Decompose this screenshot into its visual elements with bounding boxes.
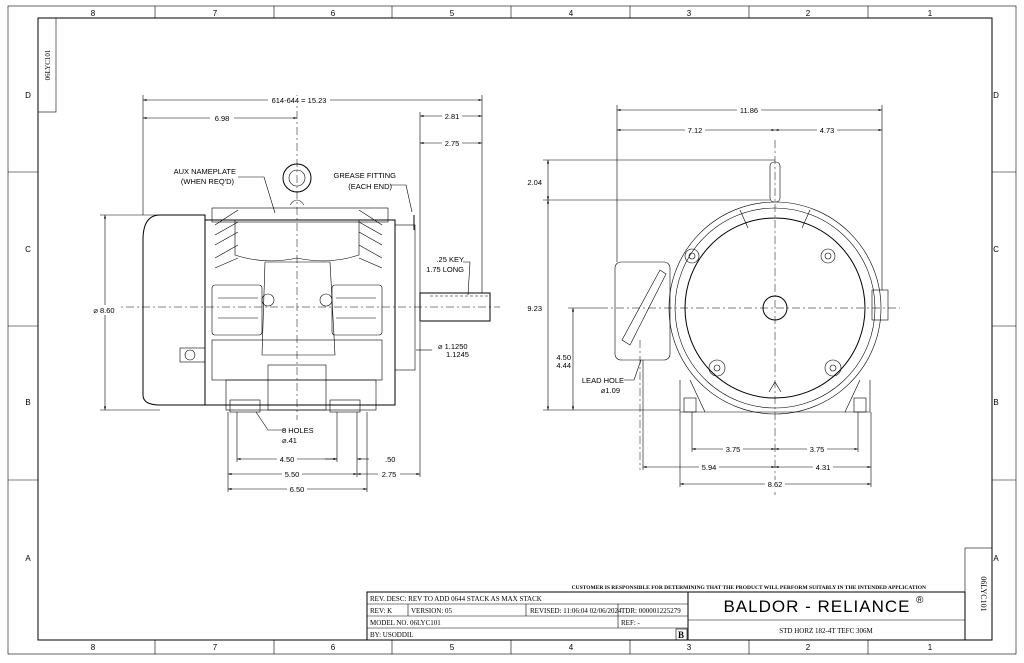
zone-label: 8 <box>91 9 96 18</box>
dimension-label: 2.75 <box>382 470 397 479</box>
model-number-field: MODEL NO. 06LYC101 <box>370 619 441 627</box>
zone-label: 6 <box>331 643 336 652</box>
dimension-label: 6.50 <box>290 485 305 494</box>
zone-label: 5 <box>450 9 455 18</box>
dimension-label: 4.73 <box>820 126 835 135</box>
dimension-label: 6.98 <box>215 114 230 123</box>
dimension-label: 8.62 <box>768 480 783 489</box>
corner-id-label: 06LYC101 <box>44 49 52 80</box>
dimension-label: 3.75 <box>810 445 825 454</box>
frame-diameter-dimension: ⌀ 8.60 <box>93 306 114 315</box>
revised-date-field: REVISED: 11:06:04 02/06/2024 <box>530 607 622 615</box>
zone-label: B <box>25 398 30 407</box>
tdr-field: TDR: 000001225279 <box>621 607 681 615</box>
key-note: 1.75 LONG <box>426 265 464 274</box>
zone-label: 3 <box>687 643 692 652</box>
key-note: .25 KEY <box>436 255 464 264</box>
end-view-motor <box>600 140 900 495</box>
front-view-motor <box>110 95 500 420</box>
zone-label: 4 <box>569 643 574 652</box>
zone-label: C <box>993 245 999 254</box>
dimension-label: 11.86 <box>740 106 758 115</box>
shaft-diameter-dimension: 1.1245 <box>446 350 469 359</box>
overall-length-dimension: 614-644 = 15.23 <box>272 96 327 105</box>
product-description: STD HORZ 182-4T TEFC 306M <box>779 627 873 635</box>
reference-field: REF: - <box>621 619 641 627</box>
drawn-by-field: BY: USODDIL <box>370 631 414 639</box>
dimension-label: .50 <box>385 455 395 464</box>
registered-mark: ® <box>916 595 924 606</box>
dimension-label: 5.94 <box>702 463 717 472</box>
dimension-label: 4.50 <box>280 455 295 464</box>
corner-id-box-top: 06LYC101 <box>37 17 57 113</box>
dimension-label: 9.23 <box>527 304 542 313</box>
dimension-label: 4.50 <box>556 353 571 362</box>
zone-label: D <box>993 91 999 100</box>
zone-label: 5 <box>450 643 455 652</box>
revision-description: REV. DESC: REV TO ADD 0644 STACK AS MAX … <box>370 595 542 603</box>
title-block: CUSTOMER IS RESPONSIBLE FOR DETERMINING … <box>366 585 966 641</box>
zone-label: A <box>25 554 31 563</box>
grease-fitting-note: GREASE FITTING <box>333 171 396 180</box>
aux-nameplate-note: (WHEN REQ'D) <box>181 177 235 186</box>
dimension-label: 2.04 <box>527 178 542 187</box>
front-view-dimensions: 614-644 = 15.23 6.98 2.81 2.75 AUX NAMEP… <box>90 95 483 494</box>
lead-hole-note: ⌀1.09 <box>601 386 620 395</box>
zone-label: 3 <box>687 9 692 18</box>
revision-field: REV: K <box>370 607 392 615</box>
holes-note: 8 HOLES <box>282 426 314 435</box>
zone-labels-top: 8 7 6 5 4 3 2 1 <box>91 9 933 18</box>
zone-label: 6 <box>331 9 336 18</box>
sheet-size-label: B <box>678 630 684 640</box>
dimension-label: 4.31 <box>816 463 831 472</box>
corner-id-box-bottom: 06LYC101 <box>964 547 993 641</box>
zone-labels-side: D C B A D C B A <box>25 91 999 563</box>
zone-label: 1 <box>928 9 933 18</box>
grease-fitting-note: (EACH END) <box>348 182 392 191</box>
zone-label: B <box>993 398 998 407</box>
dimension-label: 7.12 <box>688 126 703 135</box>
zone-label: 4 <box>569 9 574 18</box>
end-view-dimensions: 11.86 7.12 4.73 2.04 9.23 4.50 4.44 LEAD… <box>527 105 883 489</box>
zone-label: 7 <box>213 9 218 18</box>
corner-id-label: 06LYC101 <box>979 576 988 611</box>
dimension-label: 3.75 <box>726 445 741 454</box>
dimension-label: 5.50 <box>285 470 300 479</box>
zone-label: 2 <box>806 643 811 652</box>
brand-logo-text: BALDOR - RELIANCE <box>723 597 910 616</box>
zone-label: D <box>25 91 31 100</box>
aux-nameplate-note: AUX NAMEPLATE <box>174 167 236 176</box>
shaft-diameter-dimension: ⌀ 1.1250 <box>438 342 468 351</box>
dimension-label: 4.44 <box>556 361 571 370</box>
version-field: VERSION: 05 <box>411 607 453 615</box>
zone-label: 7 <box>213 643 218 652</box>
dimension-label: 2.81 <box>445 112 460 121</box>
zone-label: 8 <box>91 643 96 652</box>
zone-labels-bottom: 8 7 6 5 4 3 2 1 <box>91 643 933 652</box>
zone-label: A <box>993 554 999 563</box>
zone-label: C <box>25 245 31 254</box>
sheet-frame <box>7 5 1017 655</box>
disclaimer-text: CUSTOMER IS RESPONSIBLE FOR DETERMINING … <box>572 585 926 591</box>
zone-label: 1 <box>928 643 933 652</box>
dimension-label: 2.75 <box>445 139 460 148</box>
holes-note: ⌀.41 <box>282 436 297 445</box>
lead-hole-note: LEAD HOLE <box>582 376 624 385</box>
zone-label: 2 <box>806 9 811 18</box>
